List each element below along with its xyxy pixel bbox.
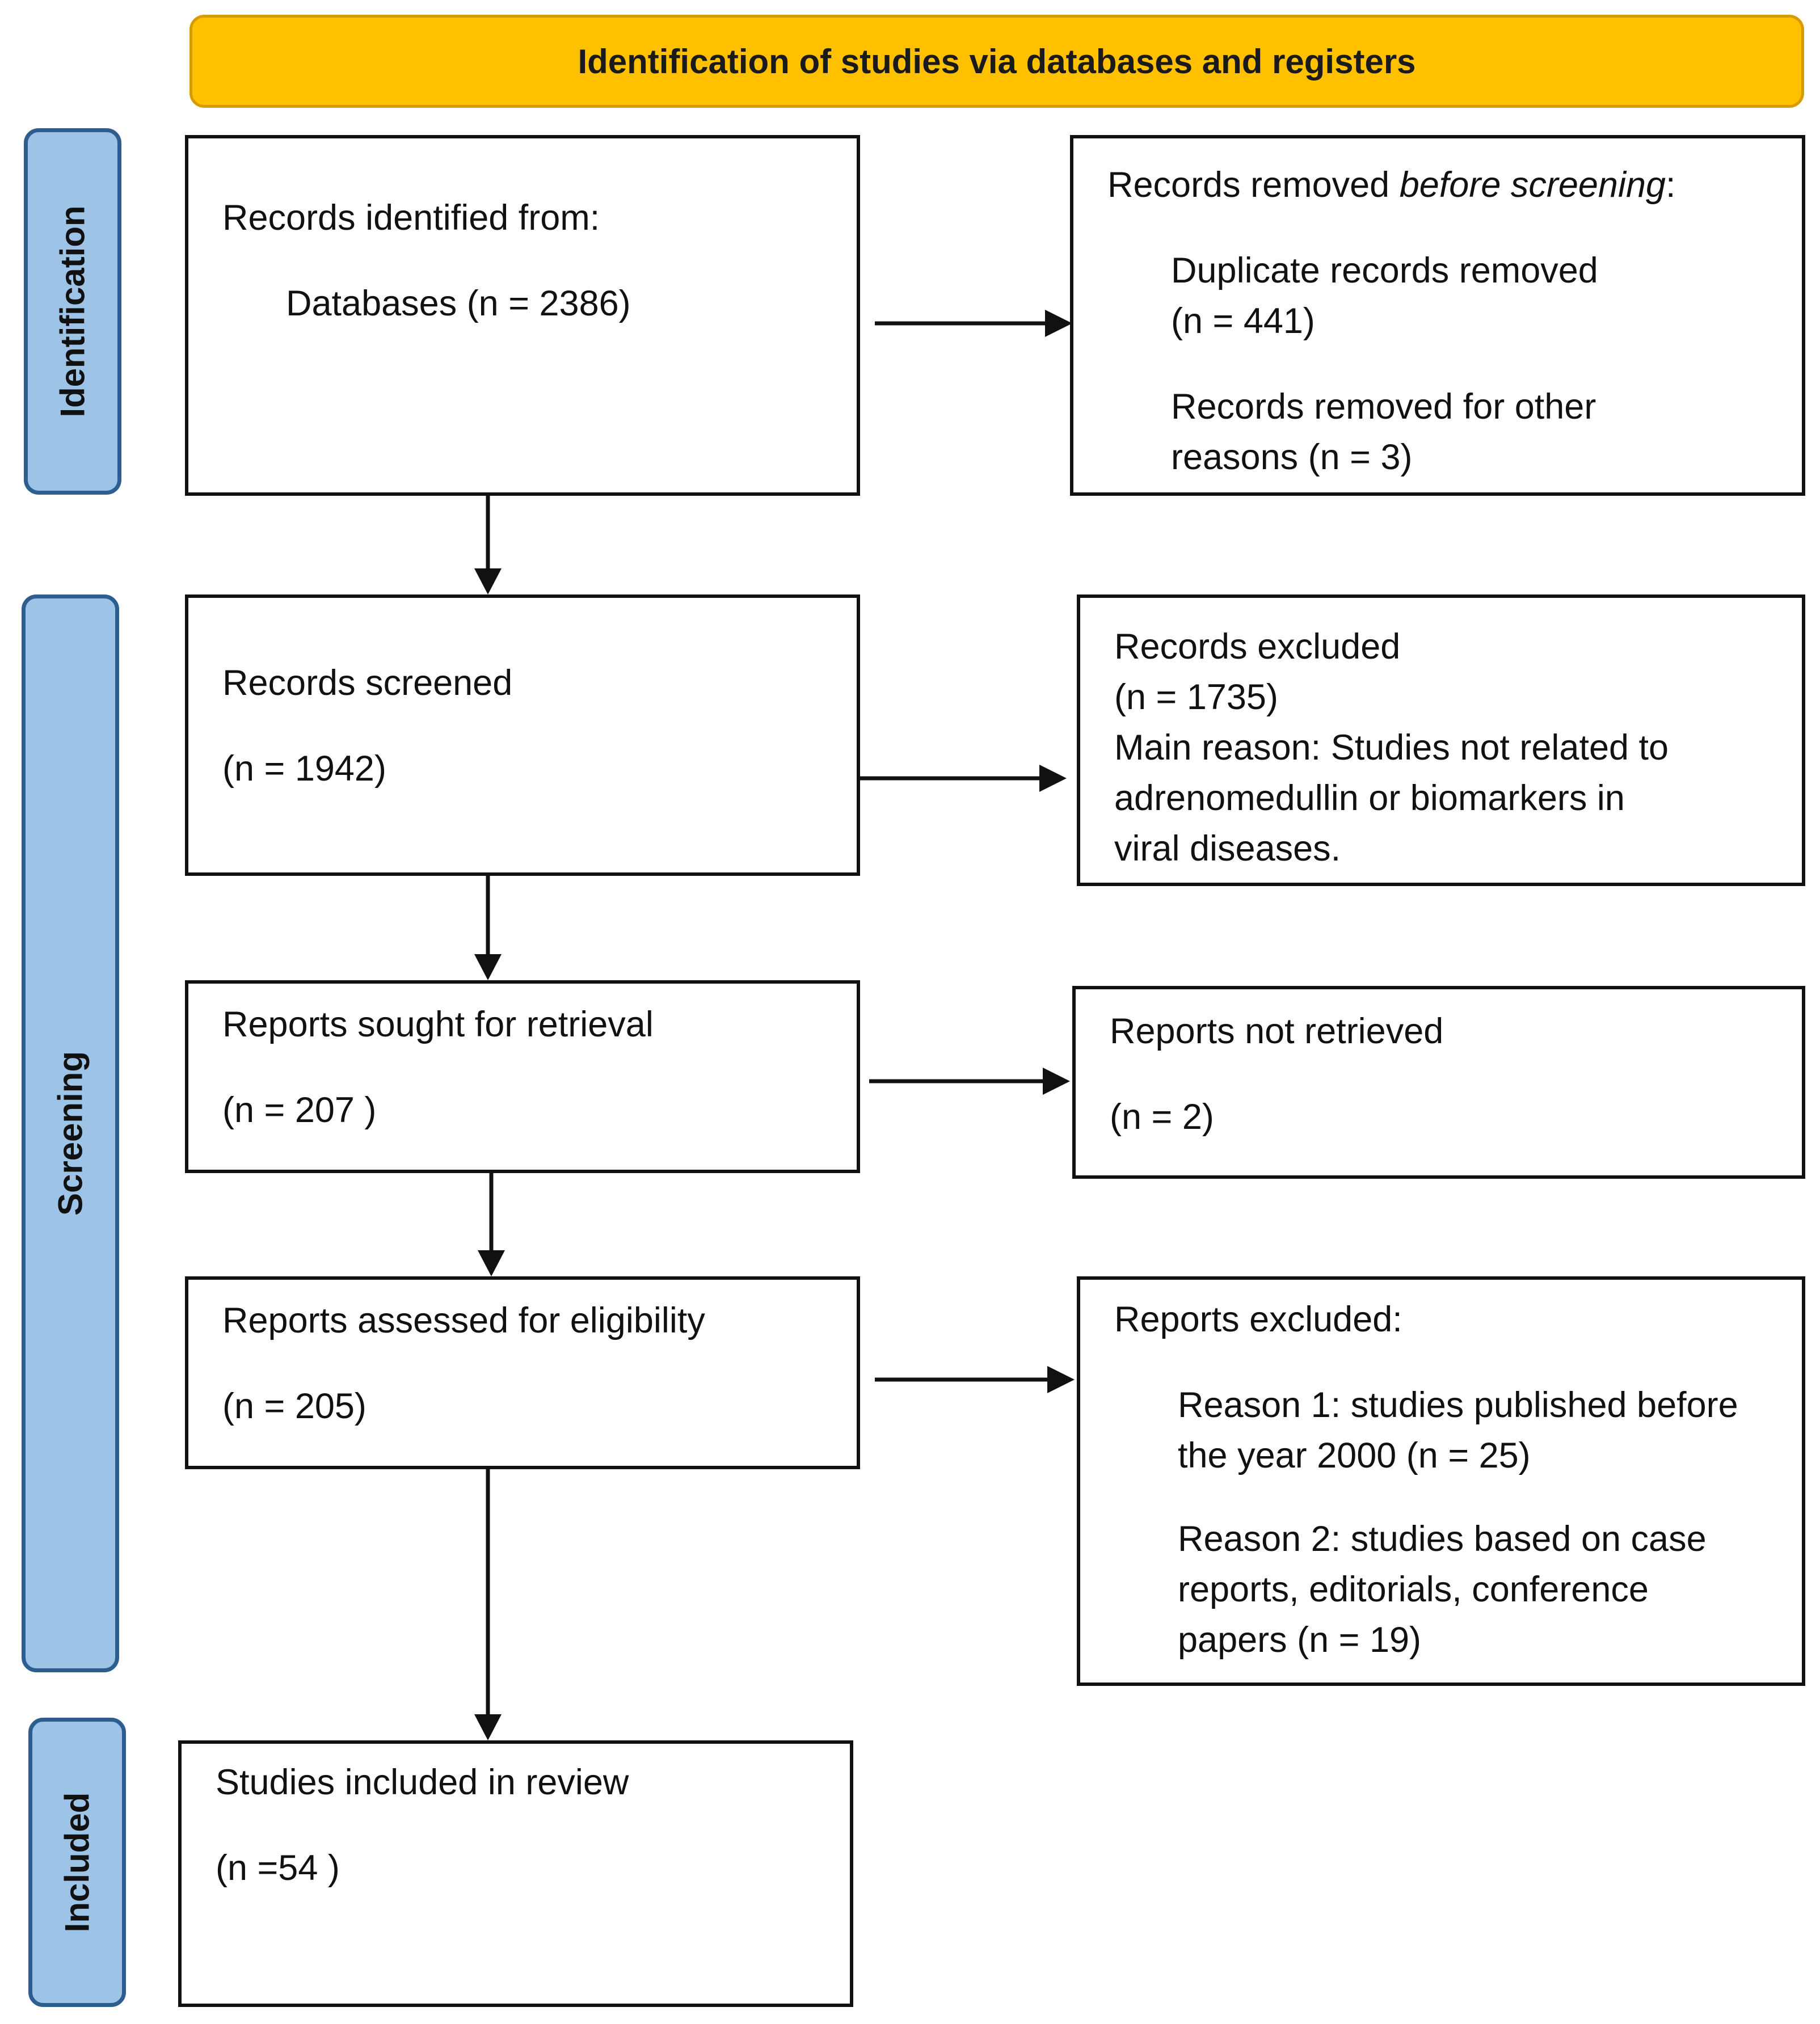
records-identified-title: Records identified from: xyxy=(222,198,600,238)
studies-included-title: Studies included in review xyxy=(216,1762,629,1802)
box-records-screened: Records screened (n = 1942) xyxy=(185,594,860,876)
reason1-line1: Reason 1: studies published before xyxy=(1178,1385,1738,1425)
records-screened-title: Records screened xyxy=(222,663,513,703)
arrow-screened-to-sought xyxy=(474,876,502,980)
arrow-sought-to-assessed xyxy=(478,1173,505,1276)
box-reports-assessed: Reports assessed for eligibility (n = 20… xyxy=(185,1276,860,1469)
records-removed-title: Records removed before screening: xyxy=(1107,165,1676,205)
box-records-excluded: Records excluded (n = 1735) Main reason:… xyxy=(1077,594,1805,886)
arrow-assessed-to-excluded xyxy=(875,1366,1075,1393)
box-reports-excluded: Reports excluded: Reason 1: studies publ… xyxy=(1077,1276,1805,1686)
box-records-removed: Records removed before screening: Duplic… xyxy=(1070,135,1805,496)
arrow-sought-to-not-retrieved xyxy=(869,1068,1070,1095)
box-studies-included: Studies included in review (n =54 ) xyxy=(178,1740,853,2007)
reason2-line2: reports, editorials, conference xyxy=(1178,1570,1649,1609)
reason2-line1: Reason 2: studies based on case xyxy=(1178,1519,1707,1559)
records-excluded-title: Records excluded xyxy=(1114,627,1401,667)
box-reports-not-retrieved: Reports not retrieved (n = 2) xyxy=(1072,986,1805,1179)
section-header: Identification of studies via databases … xyxy=(189,15,1804,108)
other-removed-line1: Records removed for other xyxy=(1171,387,1596,427)
reason2-line3: papers (n = 19) xyxy=(1178,1620,1422,1660)
reports-assessed-count: (n = 205) xyxy=(222,1386,366,1426)
arrow-assessed-to-included xyxy=(474,1469,502,1740)
stage-identification: Identification xyxy=(24,128,121,495)
box-records-identified: Records identified from: Databases (n = … xyxy=(185,135,860,496)
studies-included-count: (n =54 ) xyxy=(216,1848,340,1888)
other-removed-line2: reasons (n = 3) xyxy=(1171,437,1413,477)
arrow-screened-to-excluded xyxy=(860,765,1067,792)
records-excluded-count: (n = 1735) xyxy=(1114,677,1278,717)
box-reports-sought: Reports sought for retrieval (n = 207 ) xyxy=(185,980,860,1173)
reports-excluded-title: Reports excluded: xyxy=(1114,1300,1402,1339)
arrow-identified-to-removed xyxy=(875,310,1072,337)
databases-count: Databases (n = 2386) xyxy=(286,284,631,323)
reports-sought-count: (n = 207 ) xyxy=(222,1090,377,1130)
reports-not-retrieved-count: (n = 2) xyxy=(1110,1097,1214,1137)
duplicates-line1: Duplicate records removed xyxy=(1171,251,1598,290)
stage-included: Included xyxy=(28,1718,126,2007)
stage-screening: Screening xyxy=(22,594,119,1672)
records-screened-count: (n = 1942) xyxy=(222,749,386,788)
reports-not-retrieved-title: Reports not retrieved xyxy=(1110,1011,1444,1051)
arrow-identified-to-screened xyxy=(474,496,502,594)
records-excluded-reason-line2: adrenomedullin or biomarkers in xyxy=(1114,778,1625,818)
duplicates-line2: (n = 441) xyxy=(1171,301,1315,341)
reports-assessed-title: Reports assessed for eligibility xyxy=(222,1301,705,1340)
reports-sought-title: Reports sought for retrieval xyxy=(222,1005,654,1044)
records-excluded-reason-line3: viral diseases. xyxy=(1114,829,1341,868)
reason1-line2: the year 2000 (n = 25) xyxy=(1178,1436,1531,1475)
records-excluded-reason-line1: Main reason: Studies not related to xyxy=(1114,728,1669,768)
